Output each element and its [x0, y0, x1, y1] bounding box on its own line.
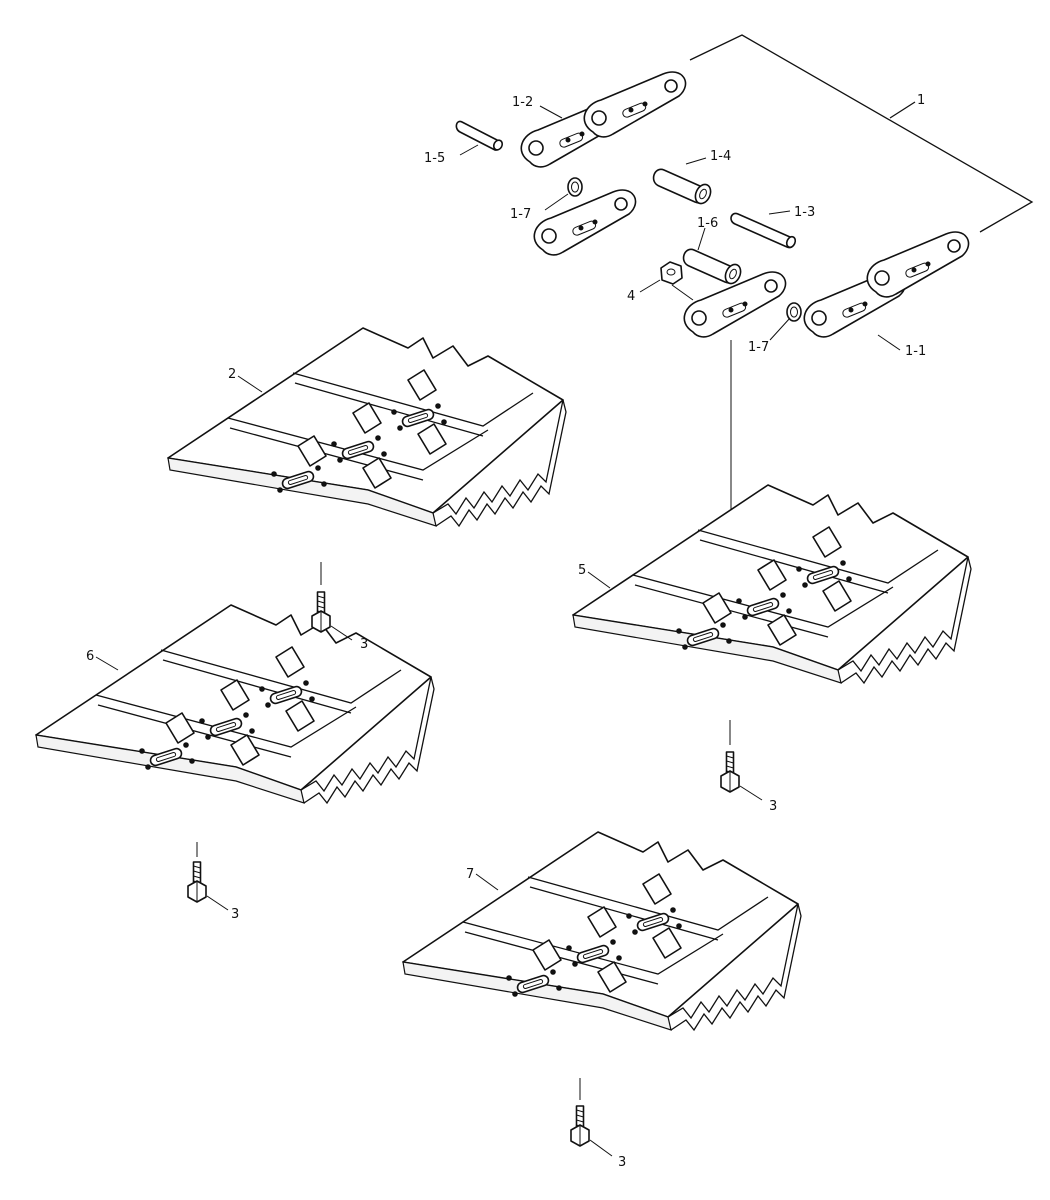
track-shoe-5: [572, 484, 972, 684]
label-pin: 1-3: [794, 205, 815, 220]
label-bushing: 1-4: [710, 149, 731, 164]
track-shoe-6: [35, 604, 435, 804]
label-shoe-6: 6: [86, 649, 94, 664]
link-1-2: [520, 71, 687, 168]
label-bolt-c: 3: [231, 907, 239, 922]
label-master-pin: 1-5: [424, 151, 445, 166]
shoe-bolt-b: [720, 720, 763, 801]
label-shoe-7: 7: [466, 867, 474, 882]
master-pin: [455, 120, 504, 151]
seal-ring-upper: [567, 177, 583, 197]
shoe-bolt-a: [311, 562, 353, 641]
label-bolt-b: 3: [769, 799, 777, 814]
label-seal-upper: 1-7: [510, 207, 531, 222]
bushing: [652, 168, 712, 205]
track-shoe-7: [402, 831, 802, 1031]
label-bolt-d: 3: [618, 1155, 626, 1170]
label-master-bushing: 1-6: [697, 216, 718, 231]
label-shoe-5: 5: [578, 563, 586, 578]
seal-ring-lower: [786, 302, 802, 322]
shoe-bolt-d: [570, 1078, 613, 1157]
hex-nut: [660, 261, 683, 285]
label-nut: 4: [627, 289, 635, 304]
label-link-left: 1-2: [512, 95, 533, 110]
shoe-bolt-c: [187, 842, 229, 911]
label-link-right: 1-1: [905, 344, 926, 359]
pin: [730, 212, 797, 249]
label-assembly: 1: [917, 93, 925, 108]
label-bolt-a: 3: [360, 637, 368, 652]
track-shoe-2: [167, 327, 567, 527]
master-bushing: [682, 248, 742, 285]
chain-assembly: [455, 34, 1034, 640]
link-1-1: [803, 231, 970, 338]
label-shoe-2: 2: [228, 367, 236, 382]
link-1-2-lower: [533, 189, 637, 256]
label-seal-lower: 1-7: [748, 340, 769, 355]
